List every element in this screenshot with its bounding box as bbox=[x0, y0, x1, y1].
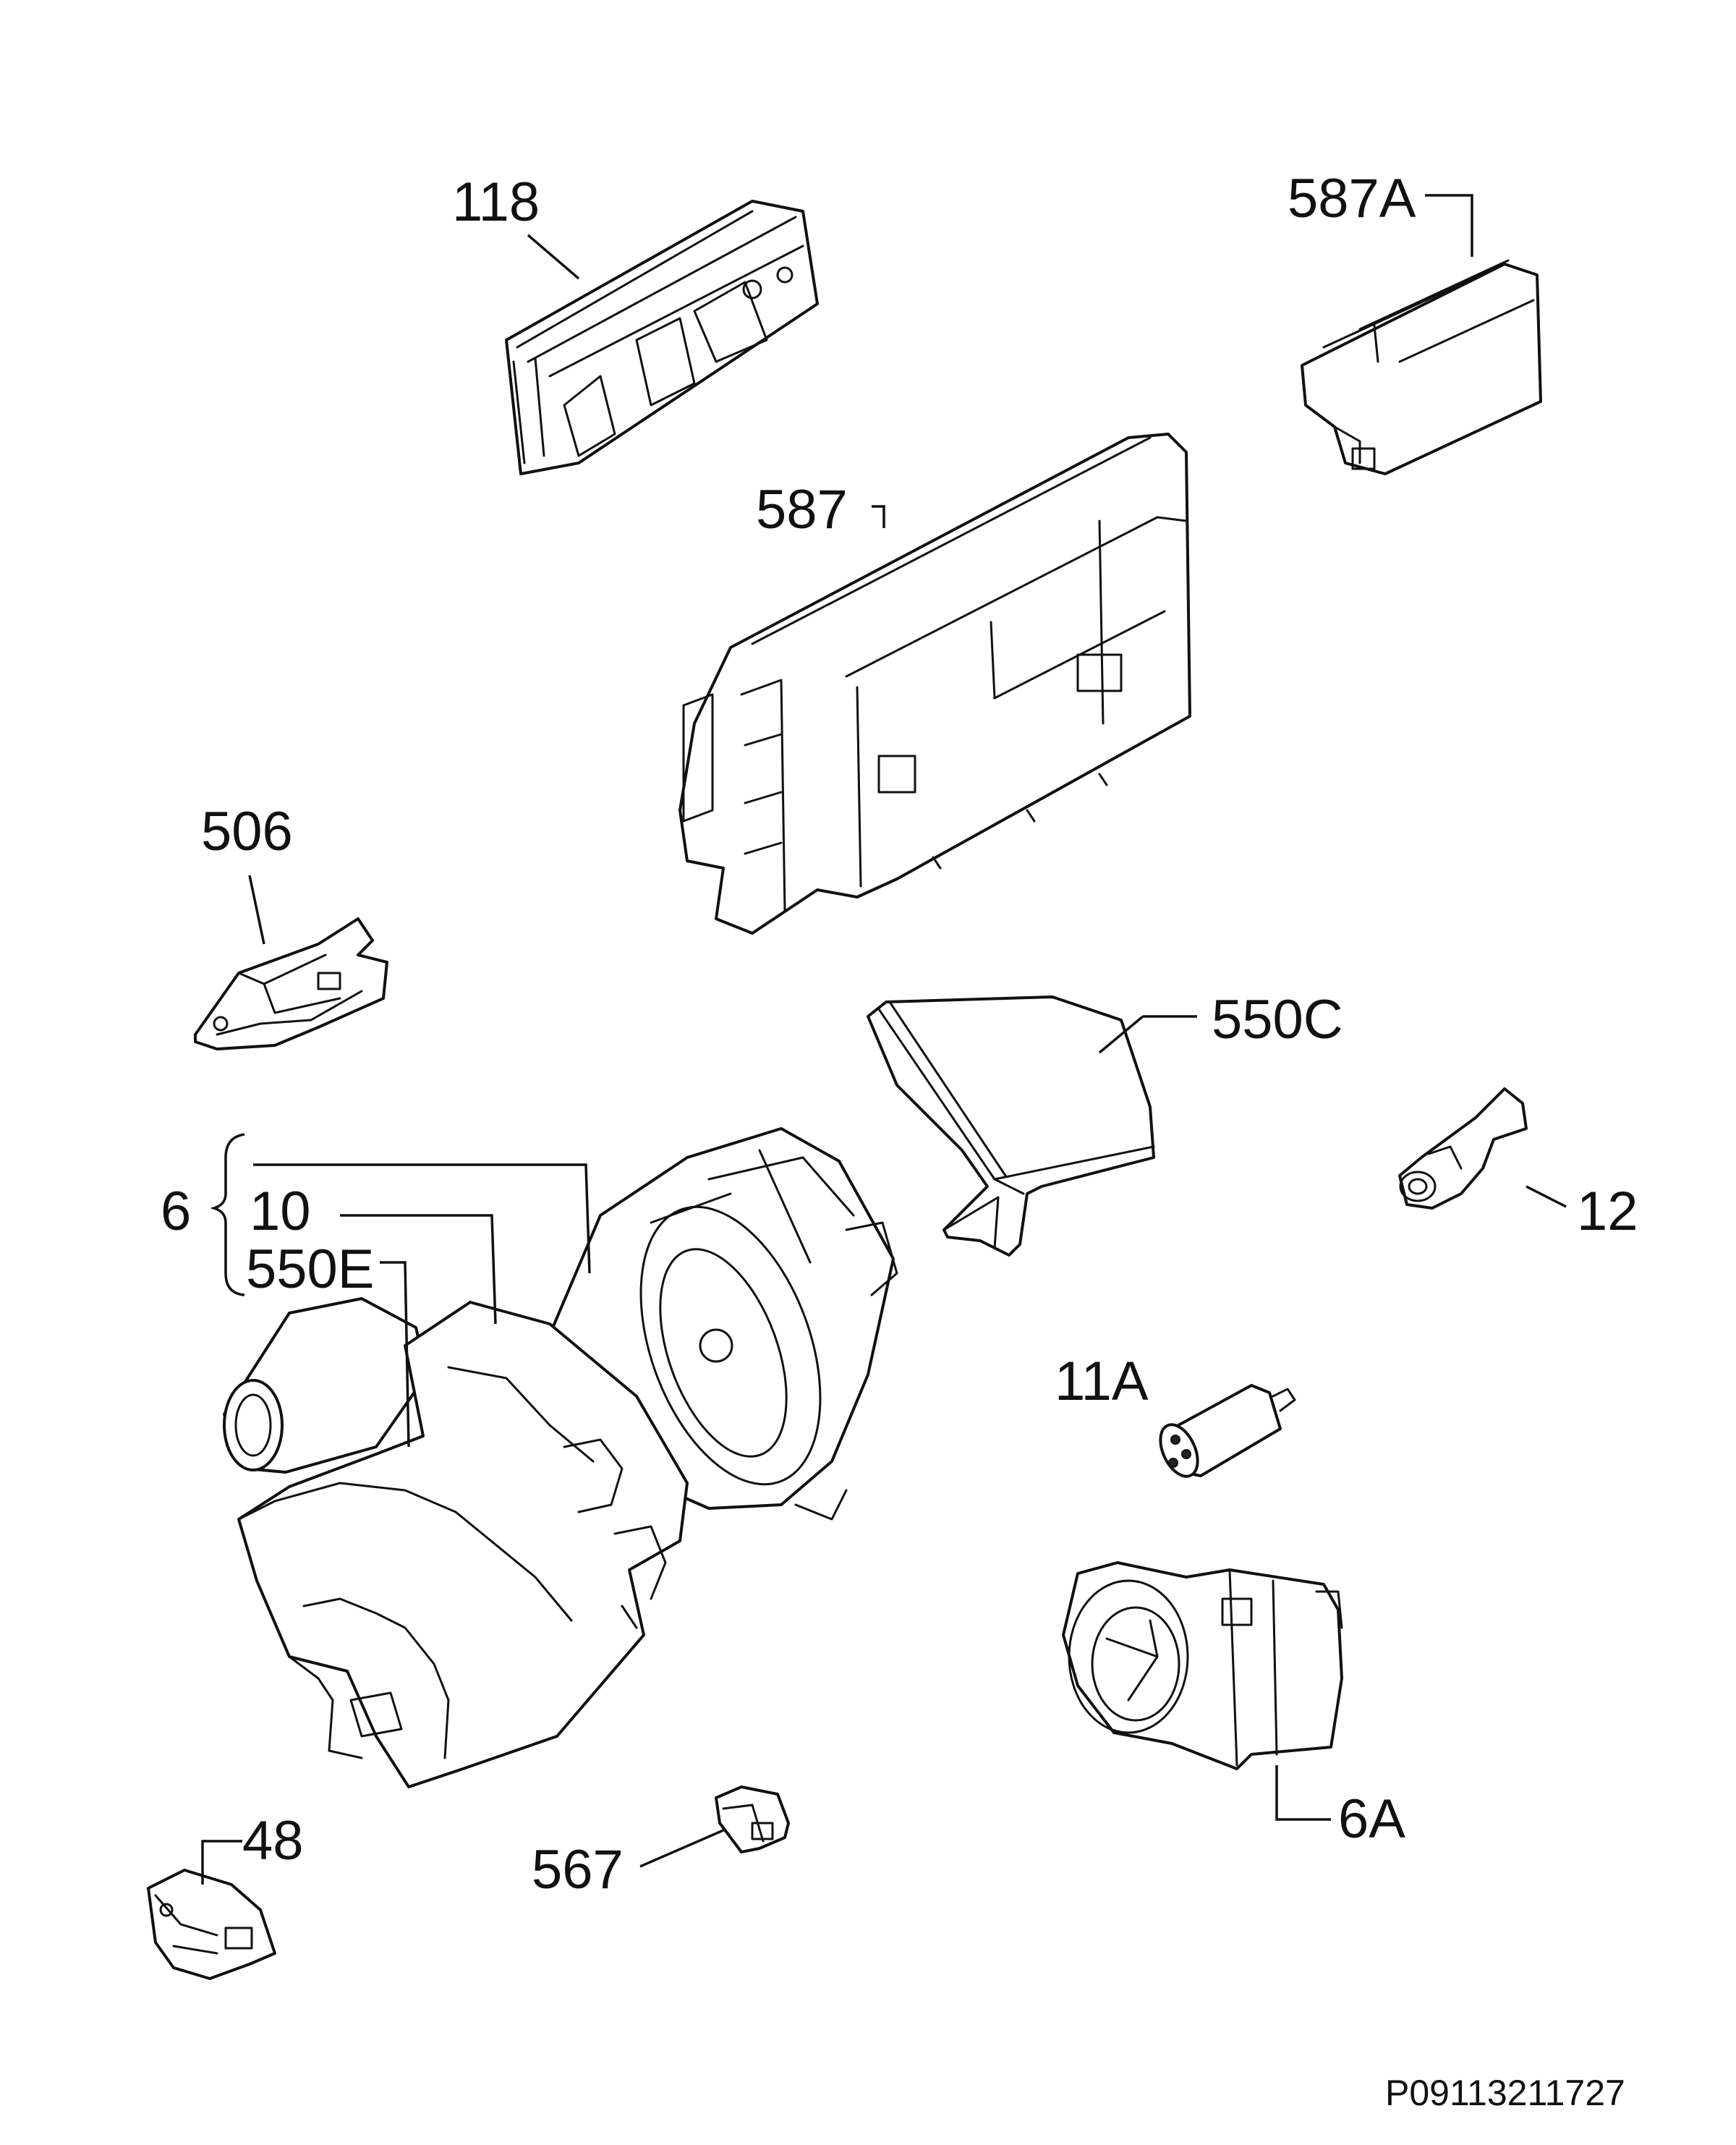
leader-587A bbox=[1425, 194, 1473, 257]
part-6-pump-assembly bbox=[223, 1127, 898, 1788]
leader-6 bbox=[253, 1163, 591, 1274]
leader-506 bbox=[248, 875, 265, 945]
part-6A-drain-pump bbox=[1062, 1561, 1343, 1770]
label-587: 587 bbox=[756, 479, 848, 540]
label-6: 6 bbox=[161, 1181, 191, 1242]
part-587A-module bbox=[1301, 259, 1542, 475]
leader-550E bbox=[380, 1261, 410, 1448]
leader-118 bbox=[527, 234, 580, 280]
part-587-main-module bbox=[678, 433, 1191, 935]
label-506: 506 bbox=[201, 801, 293, 862]
drawing-code: P09113211727 bbox=[1385, 2073, 1625, 2113]
label-11A: 11A bbox=[1055, 1351, 1149, 1412]
part-506-sensor bbox=[194, 917, 388, 1050]
part-567-cap bbox=[715, 1785, 790, 1853]
leader-550C bbox=[1098, 1015, 1144, 1054]
part-11A-component bbox=[1159, 1384, 1296, 1478]
label-12: 12 bbox=[1577, 1181, 1638, 1242]
leader-567 bbox=[639, 1829, 724, 1868]
leader-6A bbox=[1275, 1765, 1331, 1821]
label-118: 118 bbox=[452, 171, 540, 233]
label-567: 567 bbox=[532, 1839, 624, 1900]
part-12-sensor bbox=[1398, 1087, 1528, 1210]
leader-10 bbox=[340, 1214, 497, 1325]
part-118-control-board bbox=[505, 200, 819, 475]
leader-587 bbox=[872, 505, 885, 528]
label-550E: 550E bbox=[246, 1239, 375, 1300]
label-587A: 587A bbox=[1288, 168, 1416, 229]
part-48-sensor bbox=[147, 1869, 276, 1980]
label-48: 48 bbox=[242, 1810, 304, 1872]
label-550C: 550C bbox=[1212, 989, 1343, 1050]
leader-48 bbox=[201, 1840, 242, 1885]
label-10: 10 bbox=[250, 1181, 311, 1242]
brace-6 bbox=[210, 1133, 245, 1296]
leader-12 bbox=[1526, 1185, 1567, 1208]
label-6A: 6A bbox=[1338, 1788, 1405, 1850]
part-550C-cover bbox=[867, 995, 1155, 1257]
